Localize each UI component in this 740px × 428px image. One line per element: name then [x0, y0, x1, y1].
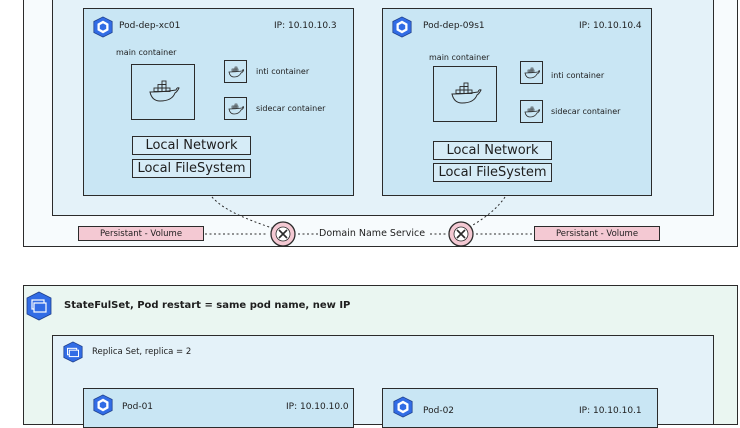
- persistent-volume-box[interactable]: Persistant - Volume: [534, 226, 660, 241]
- local-filesystem-box[interactable]: Local FileSystem: [132, 159, 251, 178]
- pod-card[interactable]: Pod-dep-09s1 IP: 10.10.10.4 main contain…: [382, 8, 652, 196]
- main-container-box[interactable]: [131, 64, 195, 120]
- docker-icon: [451, 82, 482, 104]
- dns-label: Domain Name Service: [319, 228, 426, 239]
- init-container-label: inti container: [256, 67, 310, 76]
- sidecar-container-box[interactable]: [224, 97, 247, 120]
- local-network-box[interactable]: Local Network: [433, 141, 552, 160]
- pod-ip: IP: 10.10.10.3: [274, 21, 337, 31]
- kubernetes-pod-icon: [93, 16, 113, 38]
- pod-name: Pod-02: [423, 406, 455, 416]
- persistent-volume-box[interactable]: Persistant - Volume: [78, 226, 204, 241]
- docker-icon: [524, 106, 540, 118]
- pod-card[interactable]: Pod-02 IP: 10.10.10.1: [382, 388, 658, 428]
- init-container-label: inti container: [551, 71, 605, 80]
- init-container-box[interactable]: [224, 60, 247, 83]
- main-container-box[interactable]: [433, 66, 497, 122]
- pod-card[interactable]: Pod-01 IP: 10.10.10.0: [83, 388, 354, 428]
- pod-name: Pod-01: [122, 402, 154, 412]
- local-filesystem-box[interactable]: Local FileSystem: [433, 163, 552, 182]
- replicaset-icon: [63, 341, 83, 363]
- kubernetes-pod-icon: [392, 16, 412, 38]
- pod-name: Pod-dep-xc01: [119, 21, 181, 31]
- init-container-box[interactable]: [520, 61, 543, 84]
- pod-card[interactable]: Pod-dep-xc01 IP: 10.10.10.3 main contain…: [83, 8, 354, 196]
- main-container-label: main container: [429, 53, 490, 62]
- statefulset-icon: [26, 291, 52, 321]
- docker-icon: [228, 66, 244, 78]
- docker-icon: [149, 80, 180, 102]
- kubernetes-pod-icon: [93, 394, 113, 416]
- kubernetes-pod-icon: [393, 396, 413, 418]
- main-container-label: main container: [116, 48, 177, 57]
- cross-icon: [270, 221, 296, 247]
- docker-icon: [228, 103, 244, 115]
- pod-ip: IP: 10.10.10.0: [286, 402, 349, 412]
- sidecar-container-box[interactable]: [520, 100, 543, 123]
- docker-icon: [524, 67, 540, 79]
- pod-ip: IP: 10.10.10.4: [579, 21, 642, 31]
- sidecar-container-label: sidecar container: [551, 107, 621, 116]
- pod-ip: IP: 10.10.10.1: [579, 406, 642, 416]
- sidecar-container-label: sidecar container: [256, 104, 326, 113]
- cross-icon: [448, 221, 474, 247]
- statefulset-title: StateFulSet, Pod restart = same pod name…: [64, 300, 351, 311]
- pod-name: Pod-dep-09s1: [423, 21, 485, 31]
- local-network-box[interactable]: Local Network: [132, 136, 251, 155]
- replicaset-label: Replica Set, replica = 2: [92, 347, 192, 357]
